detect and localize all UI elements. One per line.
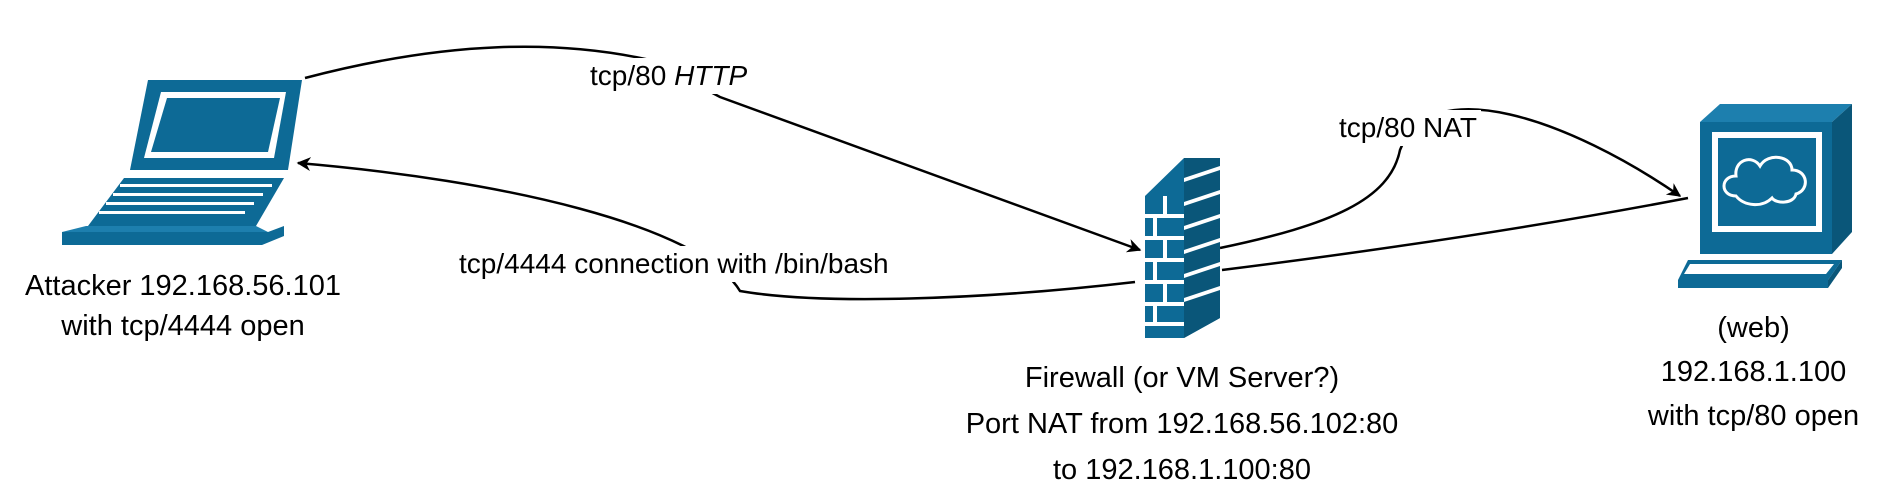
edge-label-reverse: tcp/4444 connection with /bin/bash <box>455 246 893 282</box>
laptop-icon <box>62 80 302 245</box>
firewall-icon <box>1145 158 1220 338</box>
firewall-label-line-1: Firewall (or VM Server?) <box>1024 362 1340 394</box>
attacker-label: Attacker 192.168.56.101 with tcp/4444 op… <box>0 266 368 346</box>
firewall-label-line-2: Port NAT from 192.168.56.102:80 <box>965 408 1399 440</box>
firewall-label-line-3: to 192.168.1.100:80 <box>1052 454 1311 486</box>
edge-label-http-italic: HTTP <box>674 60 748 91</box>
firewall-label: Firewall (or VM Server?) Port NAT from 1… <box>912 355 1452 493</box>
edge-return <box>1221 196 1689 272</box>
attacker-label-line-1: Attacker 192.168.56.101 <box>24 270 341 302</box>
edge-label-http-prefix: tcp/80 <box>590 60 667 91</box>
edge-label-http: tcp/80 HTTP <box>586 58 752 94</box>
web-label-line-2: 192.168.1.100 <box>1660 356 1847 388</box>
web-label: (web) 192.168.1.100 with tcp/80 open <box>1626 306 1881 438</box>
web-label-line-3: with tcp/80 open <box>1647 400 1860 432</box>
web-server-icon <box>1678 104 1852 288</box>
edge-http <box>304 45 1142 253</box>
edge-reverse <box>296 157 1136 301</box>
web-label-line-1: (web) <box>1717 312 1790 344</box>
attacker-label-line-2: with tcp/4444 open <box>61 310 305 342</box>
edge-label-nat: tcp/80 NAT <box>1335 110 1481 146</box>
